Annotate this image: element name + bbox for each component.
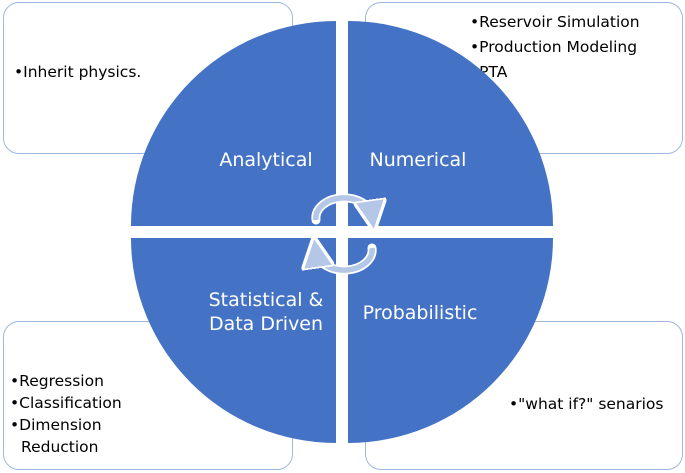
bullet-item: •Production Modeling <box>470 38 638 56</box>
bullet-item: •Regression <box>10 372 104 390</box>
statistical-quadrant <box>131 238 336 443</box>
probabilistic-quadrant <box>348 238 553 443</box>
statistical-label-line2: Data Driven <box>208 313 324 335</box>
bullet-item: •Dimension <box>10 416 102 434</box>
bullet-item: •Reservoir Simulation <box>470 13 640 31</box>
bullet-item: •Classification <box>10 394 122 412</box>
statistical-label-line1: Statistical & <box>208 289 324 311</box>
bullet-item: •Inherit physics. <box>14 63 142 81</box>
bullet-item-continuation: Reduction <box>21 438 99 456</box>
numerical-label: Numerical <box>360 148 476 172</box>
analytical-label: Analytical <box>214 148 318 172</box>
analytical-label-text: Analytical <box>219 149 313 171</box>
numerical-bullets: •Reservoir Simulation •Production Modeli… <box>470 10 640 85</box>
probabilistic-label: Probabilistic <box>352 301 488 325</box>
numerical-label-text: Numerical <box>369 149 467 171</box>
statistical-label: Statistical & Data Driven <box>196 288 336 336</box>
analytical-bullets: •Inherit physics. <box>14 61 141 84</box>
circular-arrows-icon <box>316 193 372 275</box>
probabilistic-bullets: •"what if?" senarios <box>509 393 664 416</box>
bullet-item: •"what if?" senarios <box>509 395 664 413</box>
statistical-bullets: •Regression •Classification •Dimension R… <box>10 370 122 458</box>
numerical-quadrant <box>348 21 553 226</box>
probabilistic-label-text: Probabilistic <box>362 302 478 324</box>
analytical-quadrant <box>131 21 336 226</box>
